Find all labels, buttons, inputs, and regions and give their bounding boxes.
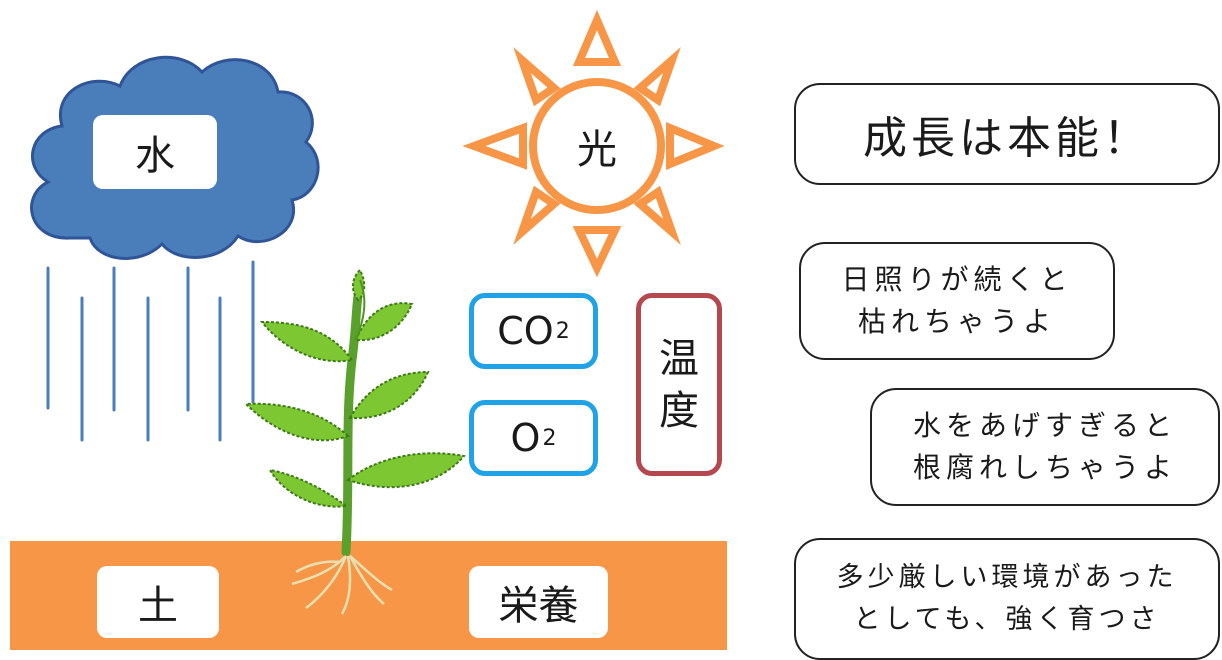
- temperature-label: 温 度: [636, 293, 722, 476]
- bubble-sunshine-line-2: 枯れちゃうよ: [857, 305, 1056, 338]
- temperature-char-2: 度: [659, 387, 699, 434]
- bubble-sunshine: 日照りが続くと 枯れちゃうよ: [799, 242, 1115, 360]
- o2-text: O: [510, 416, 541, 460]
- light-label: 光: [577, 127, 617, 173]
- co2-subscript: 2: [555, 318, 570, 344]
- bubble-overwater: 水をあげすぎると 根腐れしちゃうよ: [870, 388, 1220, 506]
- temperature-char-1: 温: [659, 335, 699, 382]
- water-label: 水: [93, 115, 217, 189]
- bubble-grow-strong-line-2: としても、強く育つさ: [853, 604, 1161, 635]
- rain-lines: [46, 260, 255, 442]
- co2-text: CO: [497, 309, 554, 353]
- bubble-grow-strong: 多少厳しい環境があった としても、強く育つさ: [794, 538, 1220, 660]
- bubble-overwater-line-1: 水をあげすぎると: [912, 409, 1177, 442]
- bubble-growth-instinct: 成長は本能！: [794, 83, 1220, 185]
- sun-icon: [462, 9, 725, 278]
- o2-subscript: 2: [542, 425, 557, 451]
- root-icon: [291, 555, 393, 615]
- bubble-overwater-line-2: 根腐れしちゃうよ: [912, 451, 1177, 484]
- bubble-sunshine-line-1: 日照りが続くと: [841, 263, 1073, 296]
- nutrients-label: 栄養: [469, 566, 608, 638]
- bubble-grow-strong-line-1: 多少厳しい環境があった: [836, 562, 1178, 593]
- plant-icon: [243, 268, 466, 557]
- soil-label: 土: [97, 566, 219, 638]
- bubble-growth-instinct-text: 成長は本能！: [863, 113, 1151, 164]
